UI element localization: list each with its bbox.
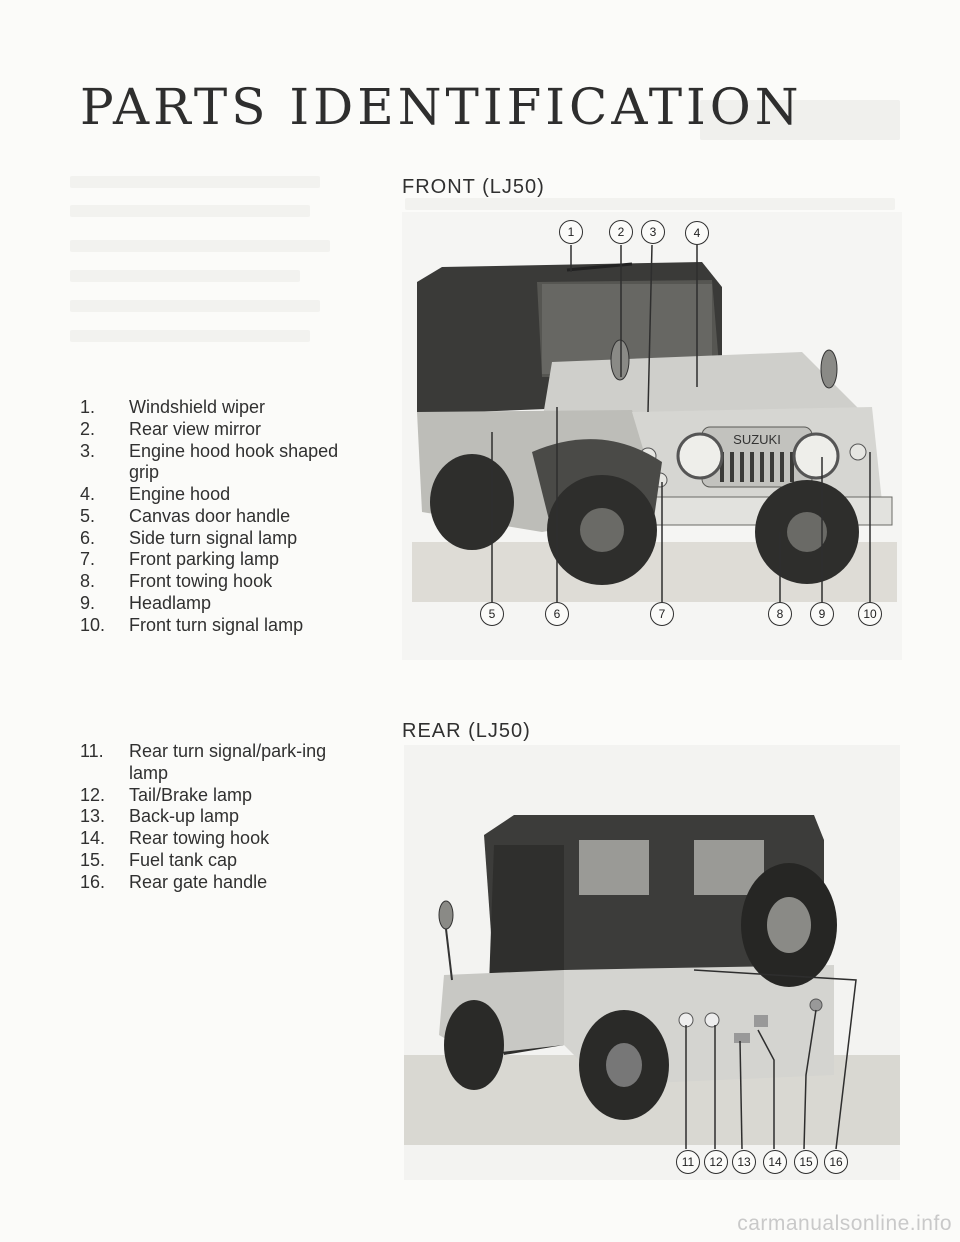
rear-section-label: REAR (LJ50)	[402, 720, 531, 742]
item-text: Headlamp	[129, 592, 212, 613]
item-text: Engine hood	[129, 484, 231, 505]
item-text: Front turn signal lamp	[129, 614, 304, 635]
watermark-footer: carmanualsonline.info	[737, 1212, 952, 1235]
callout-10: 10	[858, 602, 882, 626]
callout-13: 13	[732, 1150, 756, 1174]
item-number: 3.	[80, 440, 96, 461]
parts-list-item: 12. Tail/Brake lamp	[80, 785, 365, 807]
item-text: Back-up lamp	[129, 806, 240, 827]
parts-list-item: 11. Rear turn signal/park-ing lamp	[80, 741, 365, 785]
rear-parts-list: 11. Rear turn signal/park-ing lamp 12. Tail…	[80, 741, 365, 893]
item-text: Windshield wiper	[129, 397, 266, 417]
item-number: 13.	[80, 806, 106, 827]
parts-list-item: 6. Side turn signal lamp	[80, 528, 365, 550]
item-text: Side turn signal lamp	[129, 527, 298, 548]
item-number: 1.	[80, 397, 96, 417]
callout-2: 2	[609, 220, 633, 244]
item-number: 5.	[80, 505, 96, 526]
item-number: 15.	[80, 849, 106, 870]
item-text: Rear towing hook	[129, 828, 270, 849]
item-number: 11.	[80, 741, 104, 761]
parts-list-item: 8. Front towing hook	[80, 571, 365, 593]
item-text: Front towing hook	[129, 571, 273, 592]
item-number: 6.	[80, 527, 96, 548]
parts-list-item: 7. Front parking lamp	[80, 549, 365, 571]
item-number: 7.	[80, 549, 96, 570]
page-title: PARTS IDENTIFICATION	[80, 78, 803, 136]
item-number: 2.	[80, 418, 96, 439]
callout-12: 12	[704, 1150, 728, 1174]
item-number: 14.	[80, 828, 106, 849]
parts-list-item: 13. Back-up lamp	[80, 806, 365, 828]
item-text: Canvas door handle	[129, 505, 291, 526]
callout-3: 3	[641, 220, 665, 244]
parts-list-item: 4. Engine hood	[80, 484, 365, 506]
item-text: Rear turn signal/park-ing lamp	[129, 741, 327, 783]
parts-list-item: 9. Headlamp	[80, 593, 365, 615]
item-number: 9.	[80, 592, 96, 613]
grille-badge: SUZUKI	[733, 432, 781, 447]
item-text: Engine hood hook shaped grip	[129, 440, 339, 483]
callout-8: 8	[768, 602, 792, 626]
parts-list-item: 5. Canvas door handle	[80, 506, 365, 528]
item-number: 12.	[80, 784, 106, 805]
item-text: Rear gate handle	[129, 871, 268, 892]
parts-list-item: 16. Rear gate handle	[80, 872, 365, 894]
front-vehicle-photo: SUZUKI	[402, 212, 902, 660]
parts-list-item: 10. Front turn signal lamp	[80, 615, 365, 637]
callout-5: 5	[480, 602, 504, 626]
item-text: Rear view mirror	[129, 418, 262, 439]
callout-11: 11	[676, 1150, 700, 1174]
callout-7: 7	[650, 602, 674, 626]
front-section-label: FRONT (LJ50)	[402, 176, 545, 198]
item-text: Fuel tank cap	[129, 849, 238, 870]
callout-6: 6	[545, 602, 569, 626]
front-parts-list: 1. Windshield wiper 2. Rear view mirror 3. En…	[80, 397, 365, 636]
callout-16: 16	[824, 1150, 848, 1174]
item-number: 4.	[80, 484, 96, 505]
callout-9: 9	[810, 602, 834, 626]
parts-list-item: 3. Engine hood hook shaped grip	[80, 441, 365, 485]
callout-1: 1	[559, 220, 583, 244]
item-text: Tail/Brake lamp	[129, 784, 253, 805]
callout-4: 4	[685, 221, 709, 245]
parts-list-item: 2. Rear view mirror	[80, 419, 365, 441]
front-jeep-illustration: SUZUKI	[402, 212, 902, 660]
callout-15: 15	[794, 1150, 818, 1174]
parts-list-item: 14. Rear towing hook	[80, 828, 365, 850]
item-number: 8.	[80, 571, 96, 592]
parts-list-item: 1. Windshield wiper	[80, 397, 365, 419]
item-number: 16.	[80, 871, 106, 892]
parts-list-item: 15. Fuel tank cap	[80, 850, 365, 872]
rear-jeep-illustration	[404, 745, 900, 1180]
rear-vehicle-photo: 11 12 13 14 15 16	[404, 745, 900, 1180]
item-number: 10.	[80, 614, 106, 635]
item-text: Front parking lamp	[129, 549, 280, 570]
callout-14: 14	[763, 1150, 787, 1174]
